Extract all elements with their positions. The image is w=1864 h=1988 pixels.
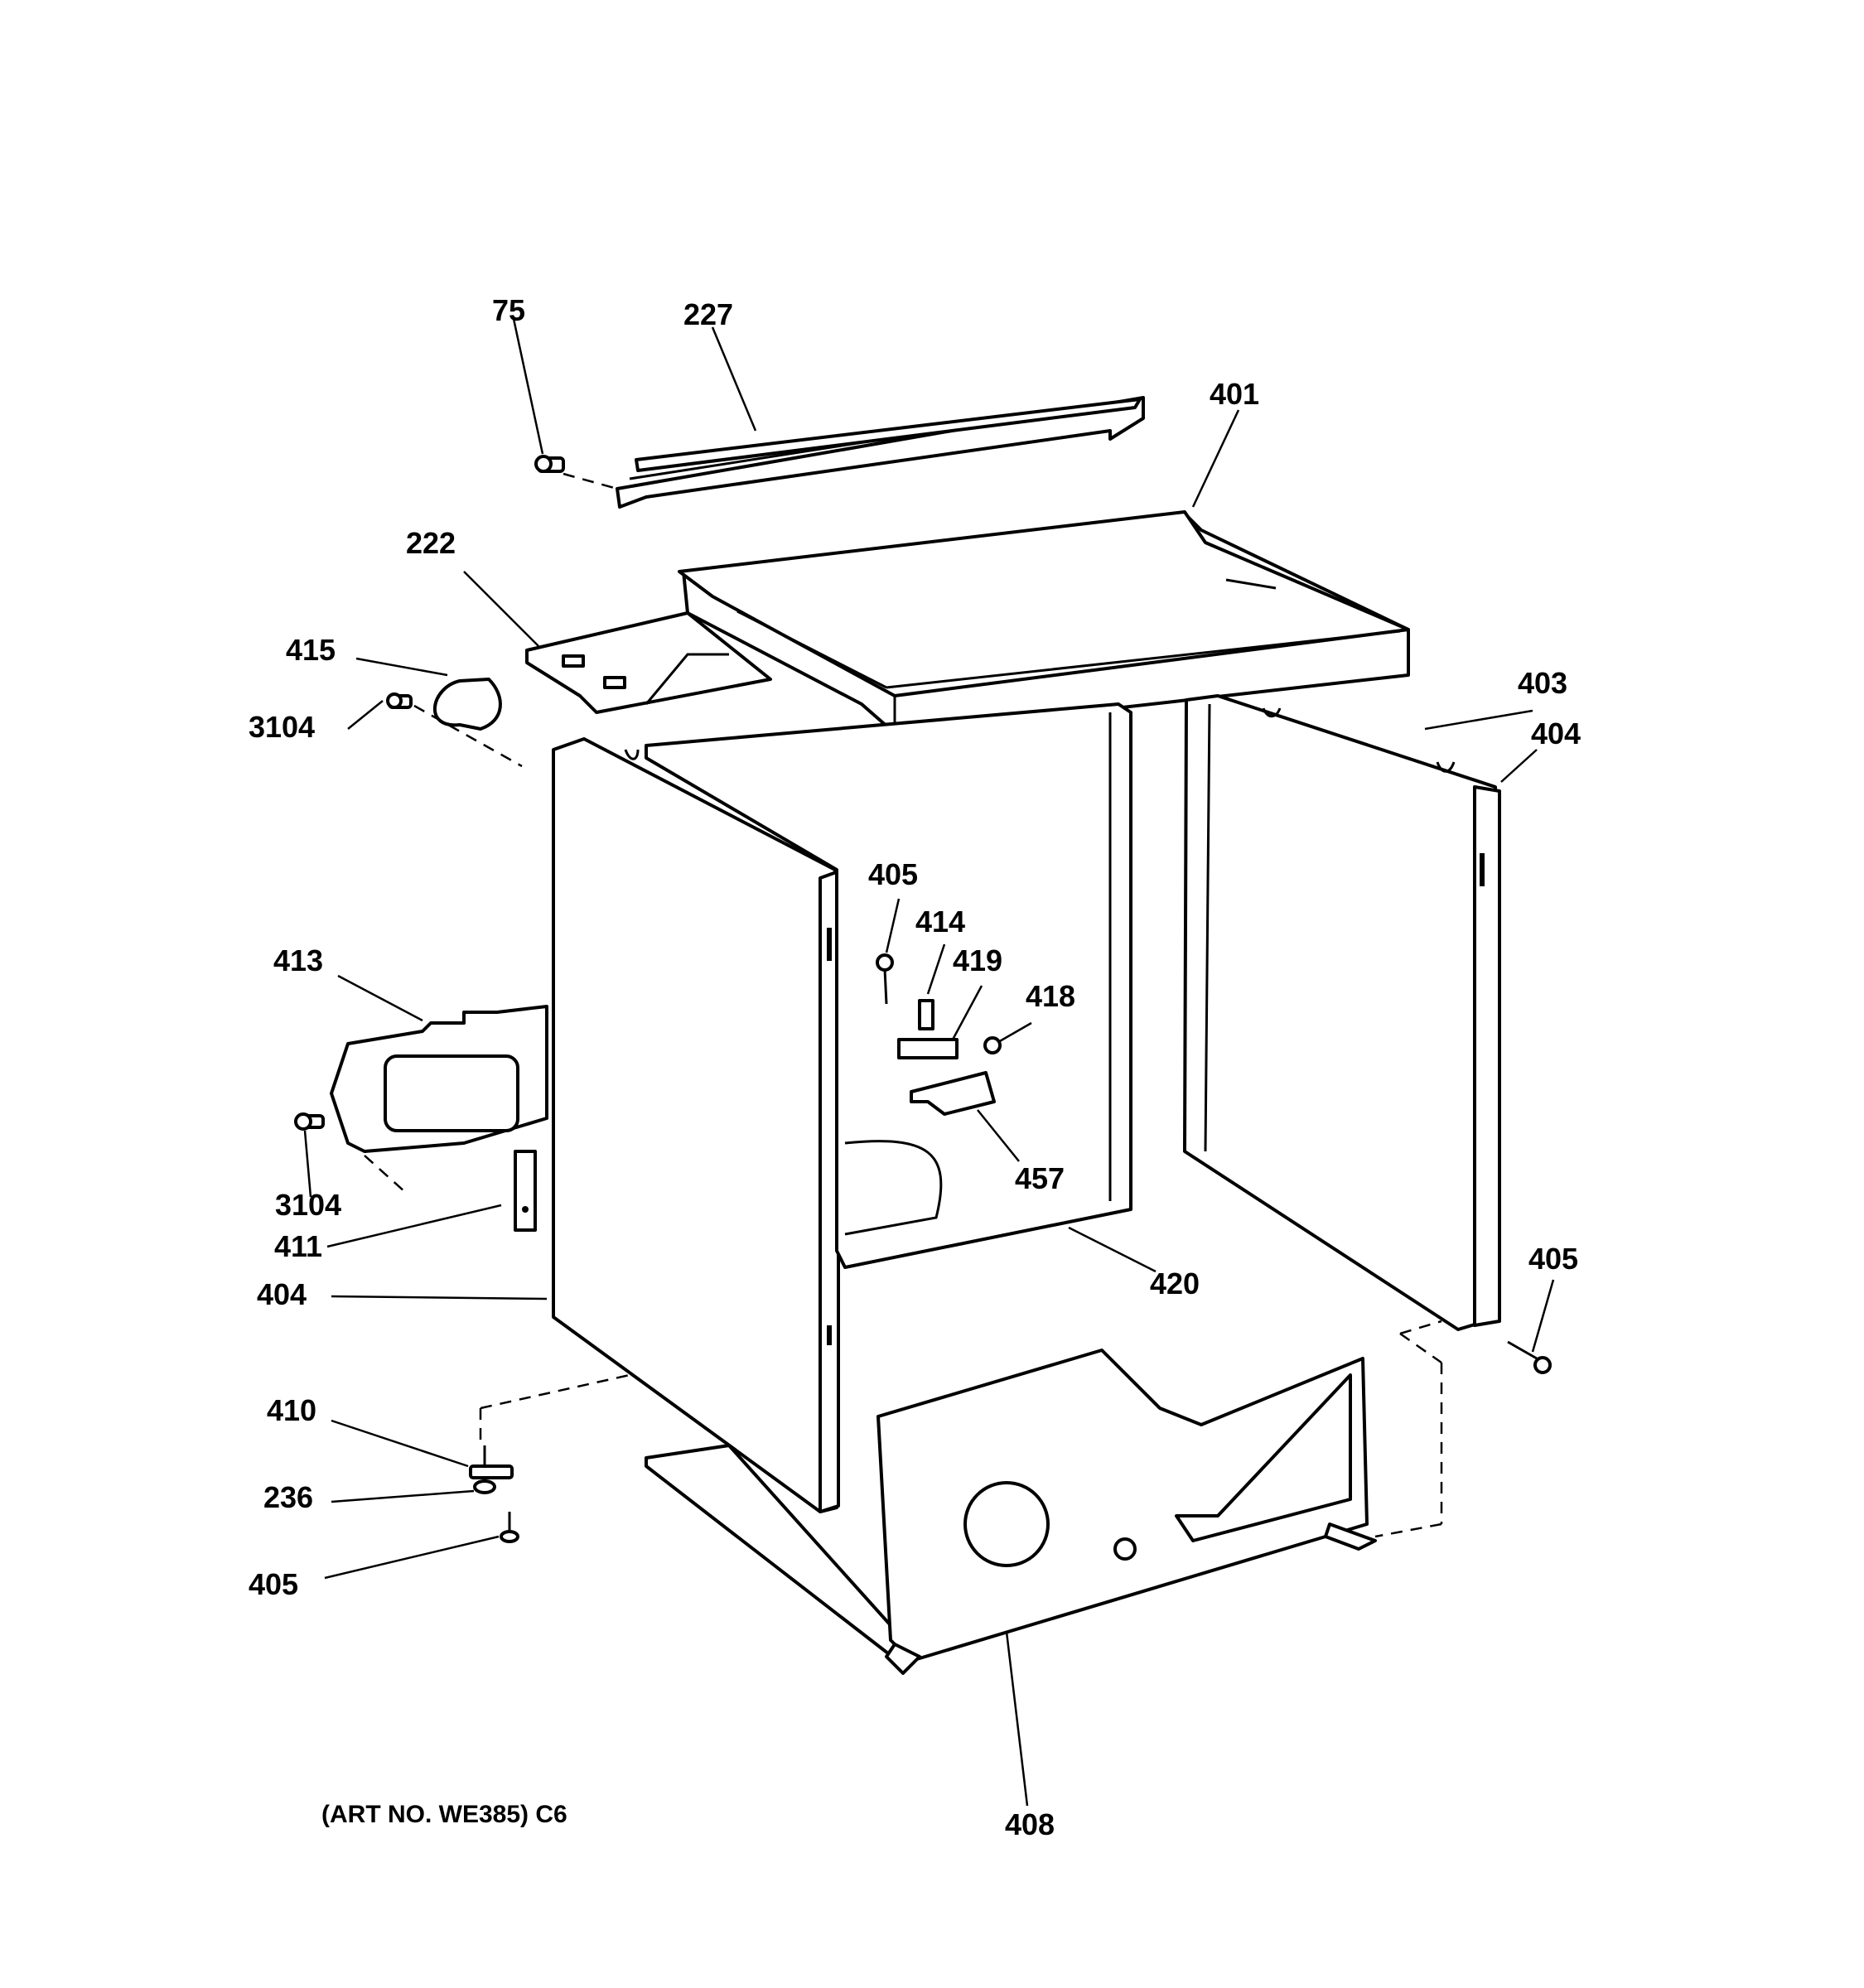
foot-236	[473, 1479, 496, 1494]
leader-lines	[303, 318, 1555, 1807]
screw-3104-top	[386, 692, 413, 709]
cover-415	[433, 678, 502, 731]
screw-75	[534, 455, 565, 473]
callout-404-right: 404	[1531, 717, 1581, 750]
terminal-block-419	[897, 1038, 959, 1059]
callout-227: 227	[683, 297, 733, 331]
callout-415: 415	[286, 633, 336, 667]
callout-408: 408	[1005, 1807, 1055, 1841]
callout-3104-bottom: 3104	[275, 1188, 341, 1222]
callout-75: 75	[492, 293, 525, 327]
callout-457: 457	[1015, 1161, 1065, 1195]
callout-405-bottom: 405	[249, 1567, 298, 1601]
callout-401: 401	[1210, 377, 1259, 411]
callout-414: 414	[915, 905, 965, 939]
callout-403: 403	[1518, 666, 1567, 700]
callout-405-right: 405	[1528, 1242, 1578, 1276]
base-408	[645, 1349, 1377, 1675]
side-panel-404-left	[552, 737, 840, 1513]
callout-413: 413	[273, 943, 323, 977]
part-414	[918, 999, 934, 1030]
art-number: (ART NO. WE385) C6	[321, 1801, 567, 1828]
callout-420: 420	[1150, 1267, 1200, 1300]
bracket-457	[910, 1071, 996, 1116]
callout-418: 418	[1026, 979, 1075, 1013]
bracket-222	[525, 611, 772, 714]
access-panel-413	[330, 1005, 548, 1153]
top-bracket-227	[616, 396, 1145, 509]
callout-404-left: 404	[257, 1277, 307, 1311]
screw-405-bottom	[500, 1512, 519, 1543]
screw-3104-bottom	[294, 1112, 325, 1131]
part-418	[983, 1036, 1002, 1054]
back-panel-420	[645, 702, 1132, 1269]
callout-411: 411	[274, 1229, 322, 1263]
leveling-leg-410	[469, 1445, 514, 1479]
callout-236: 236	[263, 1480, 313, 1514]
callout-405-inner: 405	[868, 857, 918, 891]
callout-410: 410	[267, 1393, 316, 1427]
callout-222: 222	[406, 526, 456, 560]
screw-405-right	[1507, 1340, 1552, 1374]
callout-419: 419	[953, 943, 1002, 977]
bracket-411	[514, 1150, 537, 1232]
top-panel-401	[678, 510, 1410, 735]
side-panel-404-right	[1183, 694, 1501, 1331]
screw-405-inner	[876, 953, 894, 1005]
callout-3104-top: 3104	[249, 710, 315, 744]
